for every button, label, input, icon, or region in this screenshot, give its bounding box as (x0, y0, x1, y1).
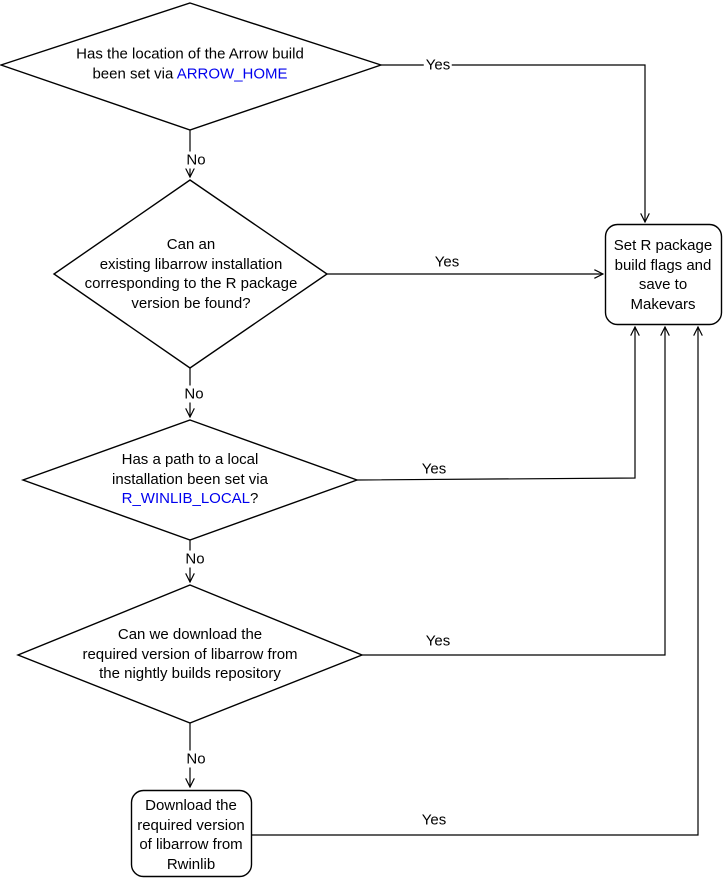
edge-winlib-yes (356, 327, 635, 481)
decision-existing-line3: corresponding to the R package (84, 275, 298, 292)
process-download-rwinlib-shape (130, 789, 253, 878)
decision-existing-line1: Can an (166, 236, 216, 253)
edge-label-arrow-home-yes: Yes (423, 56, 453, 74)
set-flags-line1: Set R package (613, 237, 713, 254)
decision-existing-libarrow-label: Can an existing libarrow installation co… (85, 235, 298, 313)
edge-label-nightly-yes: Yes (423, 632, 453, 650)
edge-label-winlib-no: No (183, 550, 207, 568)
rwinlib-line2: required version (137, 816, 245, 834)
set-flags-line2: build flags and (614, 256, 712, 274)
decision-arrow-home-line2-text: been set via (92, 65, 177, 82)
decision-arrow-home-line1: Has the location of the Arrow build (76, 45, 304, 63)
terminal-set-flags-shape (604, 223, 723, 326)
edge-label-rwinlib-yes: Yes (419, 811, 449, 829)
decision-winlib-line3-suffix: ? (250, 489, 259, 507)
decision-winlib-line2: installation been set via (112, 470, 268, 488)
set-flags-line4: Makevars (630, 295, 696, 313)
rwinlib-line1: Download the (145, 797, 237, 814)
arrow-home-link[interactable]: ARROW_HOME (176, 65, 288, 82)
edge-label-existing-no: No (182, 385, 206, 403)
edge-label-nightly-no: No (184, 750, 208, 768)
decision-existing-line2: existing libarrow installation (99, 255, 283, 273)
decision-nightly-line2: required version of libarrow from (82, 645, 298, 663)
process-download-rwinlib-label: Download the required version of libarro… (137, 796, 245, 874)
decision-arrow-home-line2: been set via ARROW_HOME (76, 64, 304, 84)
decision-arrow-home-label: Has the location of the Arrow build been… (76, 45, 304, 84)
edge-arrow-home-yes (381, 64, 645, 222)
edge-label-existing-yes: Yes (432, 253, 462, 271)
decision-winlib-line3: R_WINLIB_LOCAL? (112, 489, 268, 509)
decision-nightly-builds-label: Can we download the required version of … (82, 625, 297, 684)
decision-nightly-line1: Can we download the (117, 625, 263, 643)
decision-nightly-line3: the nightly builds repository (99, 664, 281, 682)
terminal-set-flags-label: Set R package build flags and save to Ma… (614, 236, 712, 314)
rwinlib-line4: Rwinlib (166, 855, 216, 873)
edge-nightly-yes (362, 327, 665, 656)
rwinlib-line3: of libarrow from (139, 836, 243, 853)
edge-label-arrow-home-no: No (184, 151, 208, 169)
edge-rwinlib-yes (252, 327, 698, 836)
decision-winlib-line1: Has a path to a local (121, 450, 259, 468)
decision-existing-line4: version be found? (131, 294, 251, 312)
decision-r-winlib-local-label: Has a path to a local installation been … (112, 450, 268, 509)
r-winlib-local-link[interactable]: R_WINLIB_LOCAL (121, 489, 251, 507)
set-flags-line3: save to (638, 276, 688, 293)
edge-label-winlib-yes: Yes (419, 460, 449, 478)
